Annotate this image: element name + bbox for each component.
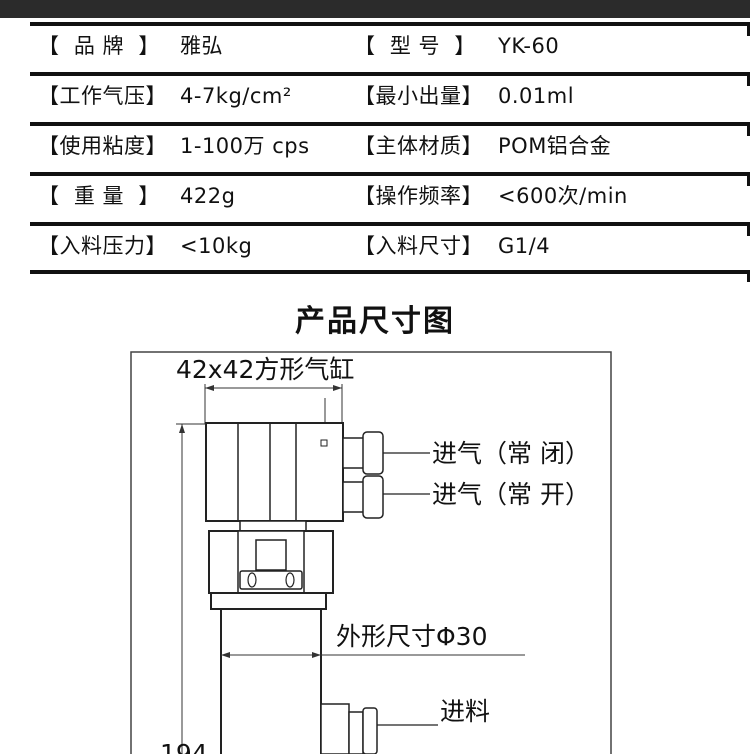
- spec-key: 【工作气压】: [38, 84, 167, 108]
- row-divider: [30, 22, 750, 36]
- section-title: 产品尺寸图: [295, 304, 455, 339]
- row-divider: [30, 72, 750, 86]
- spec-key: 【操作频率】: [354, 184, 483, 208]
- spec-key: 【主体材质】: [354, 134, 483, 158]
- spec-row: 【使用粘度】 1-100万 cps 【主体材质】 POM铝合金: [0, 118, 750, 168]
- spec-row: 【 品 牌 】 雅弘 【 型 号 】 YK-60: [0, 18, 750, 68]
- spec-value: YK-60: [498, 34, 560, 58]
- material-inlet-label: 进料: [440, 697, 490, 726]
- spec-row: 【工作气压】 4-7kg/cm² 【最小出量】 0.01ml: [0, 68, 750, 118]
- spec-value: <10kg: [180, 234, 253, 258]
- row-divider: [30, 172, 750, 186]
- height-value: 194: [160, 739, 208, 754]
- spec-key: 【 型 号 】: [354, 34, 476, 58]
- spec-key: 【 品 牌 】: [38, 34, 160, 58]
- spec-value: 雅弘: [180, 34, 223, 58]
- spec-value: POM铝合金: [498, 134, 612, 158]
- inlet-normally-open-label: 进气（常 开）: [432, 480, 590, 509]
- top-dark-bar: [0, 0, 750, 18]
- air-fitting-open: [342, 475, 430, 519]
- spec-value: 4-7kg/cm²: [180, 84, 292, 108]
- spec-value: G1/4: [498, 234, 551, 258]
- spec-key: 【入料尺寸】: [354, 234, 483, 258]
- dimension-drawing: 42x42方形气缸 进气（常 闭） 进气（常 开） 外形尺寸Φ30 进料: [130, 351, 612, 754]
- spec-key: 【最小出量】: [354, 84, 483, 108]
- row-divider: [30, 222, 750, 236]
- inlet-normally-closed-label: 进气（常 闭）: [432, 439, 590, 468]
- spec-key: 【使用粘度】: [38, 134, 167, 158]
- spec-value: <600次/min: [498, 184, 628, 208]
- spec-row: 【 重 量 】 422g 【操作频率】 <600次/min: [0, 168, 750, 218]
- spec-row: 【入料压力】 <10kg 【入料尺寸】 G1/4: [0, 218, 750, 268]
- air-fitting-closed: [342, 431, 430, 475]
- spec-value: 0.01ml: [498, 84, 575, 108]
- material-inlet-fitting: [320, 703, 438, 754]
- outer-size-label: 外形尺寸Φ30: [336, 622, 488, 651]
- spec-value: 422g: [180, 184, 236, 208]
- spec-table: 【 品 牌 】 雅弘 【 型 号 】 YK-60 【工作气压】 4-7kg/cm…: [0, 18, 750, 268]
- spec-key: 【 重 量 】: [38, 184, 160, 208]
- spec-value: 1-100万 cps: [180, 134, 310, 158]
- table-bottom-rule: [30, 270, 750, 282]
- cylinder-label: 42x42方形气缸: [176, 355, 354, 384]
- row-divider: [30, 122, 750, 136]
- spec-key: 【入料压力】: [38, 234, 167, 258]
